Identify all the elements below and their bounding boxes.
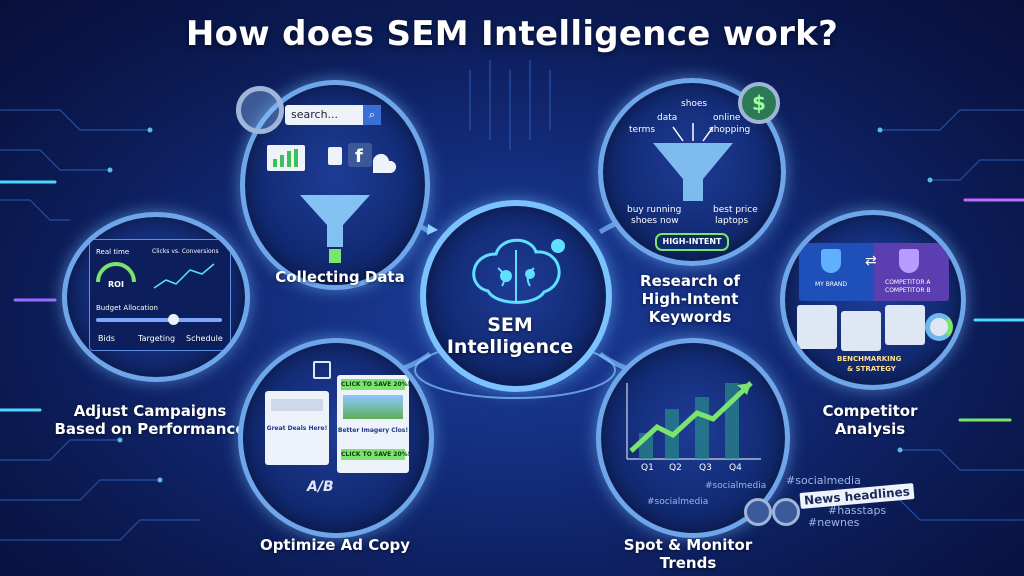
ad-variant-b: CLICK TO SAVE 20%! Better Imagery Clos! … [337,375,411,473]
control-bids[interactable]: Bids [98,334,115,343]
high-intent-badge: HIGH-INTENT [655,233,729,251]
svg-text:f: f [355,146,363,167]
center-label-1: SEM [487,314,533,336]
cta-button-a[interactable]: CLICK TO SAVE 20%! [341,379,411,390]
page-title: How does SEM Intelligence work? [185,14,839,54]
ad-variant-a: Great Deals Here! [265,391,329,465]
realtime-label: Real time [96,248,130,256]
budget-slider[interactable] [96,314,222,325]
trends-label: Spot & Monitor Trends [623,536,753,572]
hashtag: #socialmedia [705,481,767,491]
benchmark-label-2: & STRATEGY [847,365,896,373]
donut-chart-icon [925,313,953,341]
hashtag: #newnes [808,516,860,529]
search-input[interactable]: search... ⌕ [285,105,381,125]
report-card [885,305,925,345]
dollar-magnifier-icon: $ [738,82,780,124]
my-brand-label: MY BRAND [815,281,848,288]
budget-label: Budget Allocation [96,304,158,312]
keyword-funnel-icon [653,123,733,201]
cta-button-b[interactable]: CLICK TO SAVE 20%! [341,449,411,460]
center-label-2: Intelligence [446,336,574,358]
hashtag: #socialmedia [647,497,709,507]
step-adjust-campaigns: Real time ROI Clicks vs. Conversions Bud… [62,212,250,382]
quarter-label: Q2 [669,463,682,473]
keyword-term: online [713,113,741,123]
competitor-label-line1: Competitor [822,402,918,420]
collecting-data-label: Collecting Data [275,268,405,286]
quarter-label: Q3 [699,463,712,473]
step-competitor-analysis: ⇄ MY BRAND COMPETITOR A COMPETITOR B BEN… [780,210,966,390]
hashtag: #socialmedia [786,474,861,487]
competitor-label-1: COMPETITOR A [885,279,931,286]
brand-compare-panel: ⇄ MY BRAND COMPETITOR A COMPETITOR B [799,243,949,301]
research-label-3: Keywords [648,308,732,326]
quarter-label: Q4 [729,463,742,473]
ab-test-icon: A/B [307,479,334,495]
center-hub: SEM Intelligence [420,200,612,392]
research-label-2: High-Intent [641,290,739,308]
slider-thumb[interactable] [168,314,179,325]
step-optimize-ad-copy: Great Deals Here! CLICK TO SAVE 20%! Bet… [238,338,434,538]
quarter-label: Q1 [641,463,654,473]
control-schedule[interactable]: Schedule [186,334,223,343]
report-card [841,311,881,351]
clicks-label: Clicks vs. Conversions [152,248,219,255]
campaign-dashboard: Real time ROI Clicks vs. Conversions Bud… [89,239,231,351]
gear-icon [500,270,512,282]
compare-arrows-icon: ⇄ [865,253,877,269]
brain-icon [472,238,565,304]
roi-label: ROI [108,280,124,289]
ad-headline-b: Better Imagery Clos! [337,427,409,434]
search-icon: ⌕ [363,105,381,125]
ad-headline-a: Great Deals Here! [266,425,328,432]
research-label-1: Research of [640,272,740,290]
trend-chart-icon [626,381,761,460]
keyword-term: buy running [627,205,682,215]
keyword-term: terms [629,125,656,135]
competitor-label-2: COMPETITOR B [885,287,931,294]
keyword-term: data [657,113,678,123]
roi-gauge-icon [96,262,215,289]
edit-icon [313,361,331,379]
control-targeting[interactable]: Targeting [138,334,176,343]
binoculars-icon [744,494,800,526]
ad-image [343,395,403,419]
shield-icon [899,249,919,273]
keyword-term: shoes now [631,216,679,226]
ad-image [271,399,323,411]
data-funnel-icon: f [267,143,397,263]
optimize-label: Optimize Ad Copy [259,536,411,554]
benchmark-label-1: BENCHMARKING [837,355,902,363]
adjust-label-1: Adjust Campaigns [73,402,227,420]
hashtag: #hasstaps [828,504,887,517]
competitor-label-line2: Analysis [834,420,906,438]
shield-icon [821,249,841,273]
keyword-term: shoes [681,99,708,109]
keyword-term: laptops [715,216,749,226]
search-placeholder: search... [291,108,339,121]
keyword-term: best price [713,205,758,215]
keyword-term: shopping [709,125,751,135]
report-card [797,305,837,349]
adjust-label-2: Based on Performance [54,420,246,438]
magnifier-icon [236,86,284,134]
